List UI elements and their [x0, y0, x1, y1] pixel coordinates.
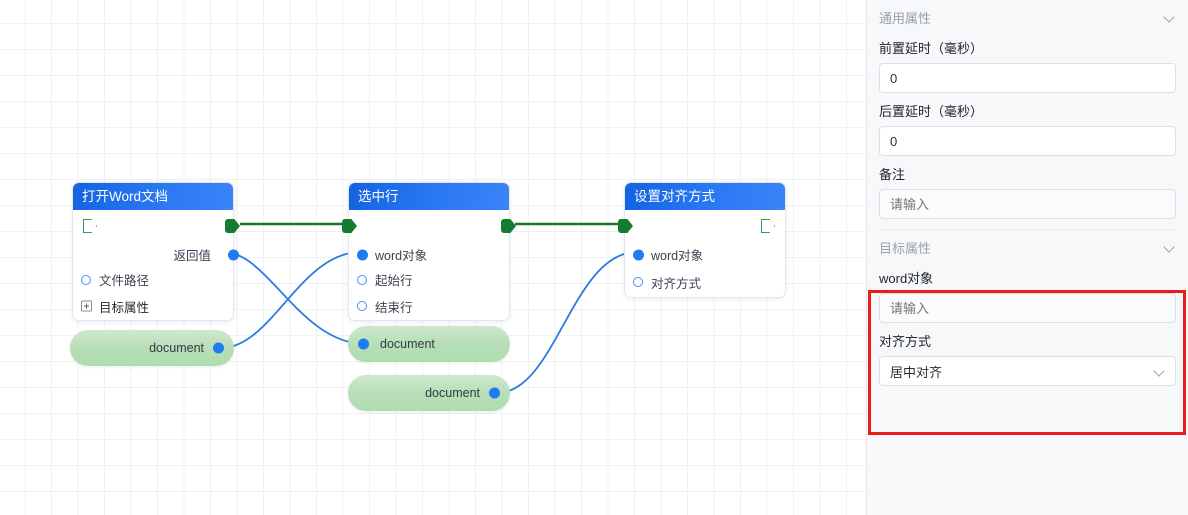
port-label: word对象 [375, 249, 428, 263]
remark-input[interactable] [879, 189, 1176, 219]
input-port-dot[interactable] [633, 249, 644, 260]
node-open-word-document[interactable]: 打开Word文档 返回值 文件路径 目标属性 [72, 182, 240, 321]
port-row-return-value[interactable]: 返回值 [73, 242, 239, 267]
port-row-alignment[interactable]: 对齐方式 [625, 267, 785, 297]
node-body: word对象 起始行 结束行 [342, 210, 516, 320]
flow-input-icon[interactable] [83, 219, 97, 233]
input-port-ring[interactable] [357, 274, 367, 285]
flow-input-icon[interactable] [342, 219, 357, 233]
chevron-down-icon[interactable] [1164, 11, 1176, 23]
port-row-word-object[interactable]: word对象 [625, 242, 785, 267]
port-row-target-attributes[interactable]: 目标属性 [73, 292, 233, 320]
variable-pill-label: document [380, 337, 435, 351]
port-row-start-line[interactable]: 起始行 [349, 267, 509, 292]
port-label: 起始行 [375, 274, 413, 288]
label-post-delay: 后置延时（毫秒） [879, 104, 984, 119]
node-flow-row [73, 210, 240, 242]
output-port-dot[interactable] [227, 249, 239, 260]
post-delay-input[interactable] [879, 126, 1176, 156]
port-label: 对齐方式 [651, 276, 702, 291]
variable-input-port-dot[interactable] [358, 338, 369, 350]
variable-pill-document-1[interactable]: document [70, 330, 234, 366]
pre-delay-input[interactable] [879, 63, 1176, 93]
variable-output-port-dot[interactable] [489, 387, 500, 399]
node-title: 打开Word文档 [73, 183, 233, 210]
label-remark: 备注 [879, 167, 906, 182]
label-alignment: 对齐方式 [879, 334, 932, 349]
node-title: 选中行 [349, 183, 509, 210]
word-object-input[interactable] [879, 293, 1176, 323]
port-label: 返回值 [173, 249, 211, 263]
data-edge-return-to-pill2 [223, 251, 367, 345]
variable-pill-label: document [149, 341, 204, 355]
input-port-ring[interactable] [633, 277, 643, 287]
flow-canvas[interactable]: 打开Word文档 返回值 文件路径 目标属性 [0, 0, 866, 515]
alignment-select[interactable] [879, 356, 1176, 386]
alignment-select-wrapper[interactable] [879, 356, 1176, 386]
section-title: 通用属性 [879, 10, 932, 26]
variable-pill-document-2[interactable]: document [348, 326, 510, 362]
flow-output-icon[interactable] [225, 219, 240, 233]
section-divider [879, 229, 1176, 230]
port-row-file-path[interactable]: 文件路径 [73, 267, 233, 292]
port-label: word对象 [651, 249, 704, 263]
section-title: 目标属性 [879, 240, 932, 256]
label-word-object: word对象 [879, 271, 934, 286]
variable-pill-document-3[interactable]: document [348, 375, 510, 411]
node-body: 返回值 文件路径 目标属性 [73, 210, 240, 320]
expand-plus-icon[interactable] [81, 300, 92, 312]
section-header-general[interactable]: 通用属性 [879, 0, 1176, 34]
port-label: 目标属性 [99, 300, 150, 315]
data-edge-pill3-to-wordobj3 [496, 251, 638, 394]
property-panel: 通用属性 前置延时（毫秒） 后置延时（毫秒） 备注 目标属性 word对象 对齐… [866, 0, 1188, 515]
section-header-target[interactable]: 目标属性 [879, 230, 1176, 264]
chevron-down-icon[interactable] [1154, 365, 1166, 377]
flow-input-icon[interactable] [618, 219, 633, 233]
flow-output-icon[interactable] [501, 219, 516, 233]
port-row-end-line[interactable]: 结束行 [349, 292, 509, 320]
node-body: word对象 对齐方式 [618, 210, 785, 297]
node-set-alignment[interactable]: 设置对齐方式 word对象 对齐方式 [618, 182, 786, 298]
node-title: 设置对齐方式 [625, 183, 785, 210]
node-select-row[interactable]: 选中行 word对象 起始行 结束行 [342, 182, 516, 321]
chevron-down-icon[interactable] [1164, 241, 1176, 253]
input-port-dot[interactable] [357, 249, 368, 260]
variable-output-port-dot[interactable] [213, 342, 224, 354]
node-flow-row [342, 210, 516, 242]
node-flow-row [618, 210, 785, 242]
data-edge-pill1-to-wordobj [220, 251, 362, 349]
port-label: 结束行 [375, 300, 413, 315]
variable-pill-label: document [425, 386, 480, 400]
port-row-word-object[interactable]: word对象 [349, 242, 509, 267]
input-port-ring[interactable] [81, 274, 91, 285]
input-port-ring[interactable] [357, 301, 367, 311]
port-label: 文件路径 [99, 274, 150, 288]
label-pre-delay: 前置延时（毫秒） [879, 41, 984, 56]
flow-output-icon[interactable] [761, 219, 775, 233]
